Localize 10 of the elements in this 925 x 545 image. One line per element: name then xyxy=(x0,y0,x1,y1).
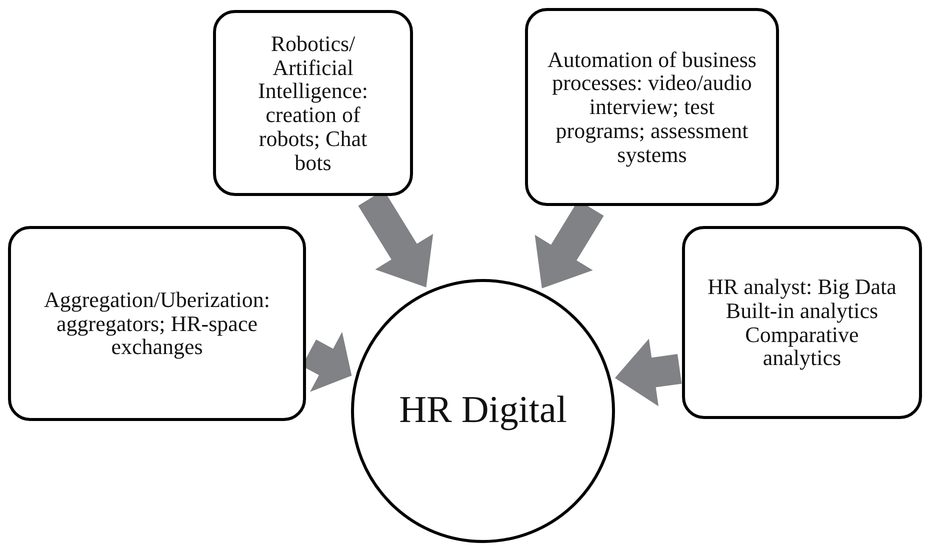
node-title: HR Digital xyxy=(399,390,567,432)
node-text: Aggregation/Uberization: aggregators; HR-space exchanges xyxy=(42,288,272,360)
block-arrow xyxy=(614,338,682,406)
rounded-box xyxy=(8,226,306,421)
node-text: HR analyst: Big Data Built-in analytics Comparative analytics xyxy=(707,275,897,370)
rounded-box xyxy=(525,8,779,206)
rounded-box xyxy=(682,226,922,419)
node-text: Automation of business processes: video/audio interview; test programs; assessment systems xyxy=(546,48,758,166)
rounded-box xyxy=(213,10,413,196)
node-text: Robotics/ Artificial Intelligence: creation of robots; Chat bots xyxy=(257,32,369,174)
